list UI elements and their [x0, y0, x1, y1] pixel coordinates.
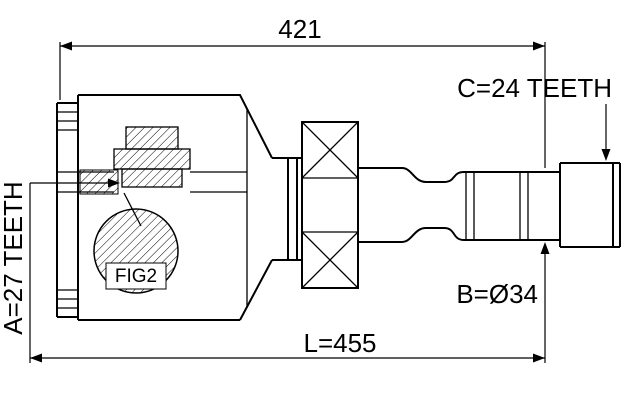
figure-ref-label: FIG2 [115, 266, 157, 287]
shaft-assembly [272, 121, 621, 289]
diameter-b-label: B=Ø34 [456, 279, 538, 309]
dimension-421-label: 421 [278, 14, 321, 44]
clamp-ring-x-marks [301, 121, 359, 289]
hub-section-bottom [121, 168, 183, 188]
joint-housing: FIG2 [56, 94, 273, 321]
dimension-l455-arrow-right [533, 353, 545, 363]
clamp-ring-bore [302, 177, 358, 233]
dimension-421-arrow-left [60, 41, 72, 51]
length-label: L=455 [303, 328, 376, 358]
spline-c-label: C=24 TEETH [457, 73, 612, 103]
housing-outline [56, 94, 273, 321]
shaft-groove-lines [465, 172, 529, 240]
spline-a-arrow [108, 178, 120, 188]
housing-rib-lines [57, 111, 78, 309]
shaft-neck [272, 157, 302, 261]
spline-c-arrow [601, 149, 611, 161]
diameter-b-arrow [540, 242, 550, 254]
callout-b-diameter: B=Ø34 [456, 242, 550, 309]
spline-a-label: A=27 TEETH [0, 181, 28, 334]
spline-stub-end [559, 162, 621, 248]
dimension-421: 421 [59, 14, 546, 168]
hub-section-top [125, 126, 179, 150]
hub-section-middle [113, 148, 191, 170]
dimension-l455-arrow-left [30, 353, 42, 363]
callout-a-teeth: A=27 TEETH [0, 178, 120, 335]
dimension-421-arrow-right [533, 41, 545, 51]
dimension-421-extension-lines [59, 42, 546, 168]
figure-ref-box [105, 262, 167, 290]
clamp-ring-outline [301, 121, 359, 289]
shaft-profile [358, 167, 560, 243]
callout-c-teeth: C=24 TEETH [457, 73, 612, 161]
dimension-l455-extension-lines [29, 183, 546, 363]
dimension-l455: L=455 [29, 183, 546, 363]
